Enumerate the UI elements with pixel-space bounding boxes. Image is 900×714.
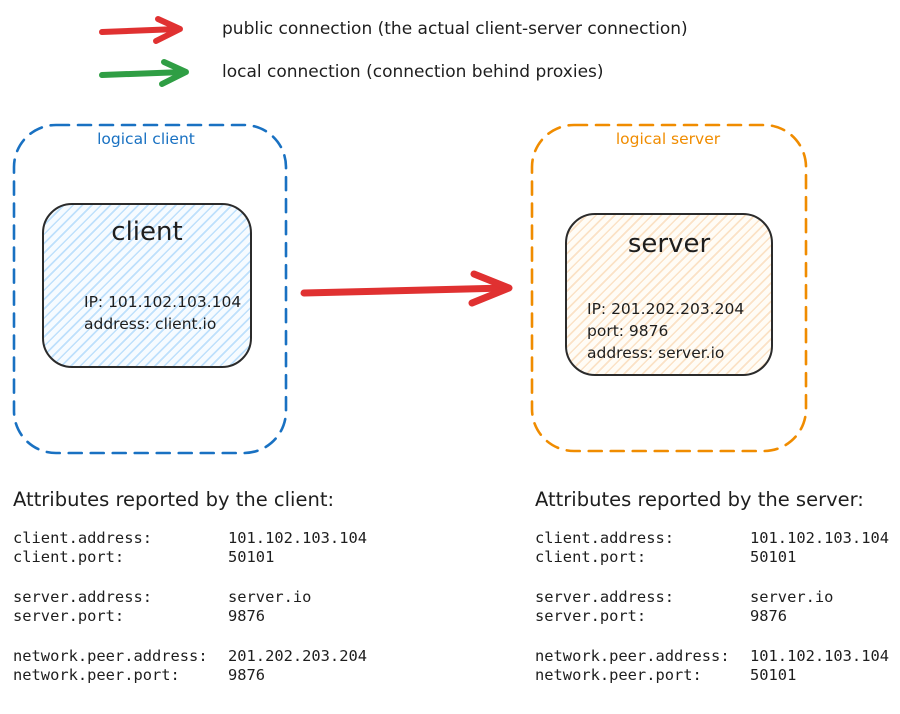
attribute-group-client-endpoint: client.address: 101.102.103.104 client.p… <box>13 529 423 567</box>
attribute-row: server.port: 9876 <box>13 607 423 626</box>
attribute-value: 50101 <box>228 548 275 566</box>
arrow-head <box>468 270 513 307</box>
attribute-value: server.io <box>228 588 312 606</box>
attribute-row: network.peer.port: 9876 <box>13 666 423 685</box>
server-node-detail-address: address: server.io <box>587 344 725 362</box>
attribute-key: network.peer.port: <box>13 666 180 684</box>
arrow-head <box>153 16 183 44</box>
logical-client-border <box>12 123 288 455</box>
attribute-value: 9876 <box>228 607 266 625</box>
logical-server-border <box>530 123 808 453</box>
attribute-value: 50101 <box>750 666 797 684</box>
logical-client-boundary <box>12 123 288 455</box>
server-attributes-heading: Attributes reported by the server: <box>535 488 864 511</box>
attribute-row: server.port: 9876 <box>535 607 900 626</box>
attribute-group-network-peer: network.peer.address: 101.102.103.104 ne… <box>535 647 900 685</box>
attribute-key: client.port: <box>13 548 125 566</box>
attribute-value: 9876 <box>228 666 266 684</box>
client-node-details: IP: 101.102.103.104 address: client.io <box>84 291 241 335</box>
server-node-title: server <box>627 229 711 259</box>
client-attributes-heading: Attributes reported by the client: <box>13 488 335 511</box>
attribute-group-server-endpoint: server.address: server.io server.port: 9… <box>13 588 423 626</box>
server-node-detail-port: port: 9876 <box>587 322 669 340</box>
attribute-group-client-endpoint: client.address: 101.102.103.104 client.p… <box>535 529 900 567</box>
attribute-value: 101.102.103.104 <box>750 647 889 665</box>
attribute-key: network.peer.address: <box>535 647 730 665</box>
logical-client-label: logical client <box>97 130 195 148</box>
attribute-row: network.peer.port: 50101 <box>535 666 900 685</box>
attribute-row: client.address: 101.102.103.104 <box>13 529 423 548</box>
attribute-row: server.address: server.io <box>13 588 423 607</box>
attribute-row: client.address: 101.102.103.104 <box>535 529 900 548</box>
attribute-key: client.address: <box>535 529 674 547</box>
server-node-detail-ip: IP: 201.202.203.204 <box>587 300 745 318</box>
attribute-group-network-peer: network.peer.address: 201.202.203.204 ne… <box>13 647 423 685</box>
client-node-title: client <box>111 217 183 247</box>
attribute-value: 50101 <box>750 548 797 566</box>
client-to-server-connection-arrow <box>300 270 513 307</box>
attribute-value: 9876 <box>750 607 788 625</box>
arrow-shaft <box>99 69 187 78</box>
arrow-shaft <box>300 284 510 297</box>
client-node-detail-address: address: client.io <box>84 315 217 333</box>
server-node: server IP: 201.202.203.204 port: 9876 ad… <box>565 213 773 376</box>
server-attributes-panel: Attributes reported by the server: clien… <box>535 487 900 685</box>
server-node-details: IP: 201.202.203.204 port: 9876 address: … <box>587 298 744 364</box>
attribute-key: network.peer.address: <box>13 647 208 665</box>
public-connection-arrow-icon <box>99 16 183 44</box>
attribute-row: client.port: 50101 <box>13 548 423 567</box>
attribute-value: 201.202.203.204 <box>228 647 367 665</box>
attribute-row: network.peer.address: 201.202.203.204 <box>13 647 423 666</box>
arrow-head <box>159 59 189 87</box>
arrow-shaft <box>99 26 181 35</box>
attribute-key: server.address: <box>13 588 152 606</box>
attribute-value: server.io <box>750 588 834 606</box>
client-node: client IP: 101.102.103.104 address: clie… <box>42 203 252 368</box>
client-attributes-panel: Attributes reported by the client: clien… <box>13 487 423 685</box>
attribute-row: client.port: 50101 <box>535 548 900 567</box>
client-node-detail-ip: IP: 101.102.103.104 <box>84 293 242 311</box>
attribute-key: client.address: <box>13 529 152 547</box>
attribute-key: network.peer.port: <box>535 666 702 684</box>
local-connection-arrow-icon <box>99 59 189 87</box>
attribute-group-server-endpoint: server.address: server.io server.port: 9… <box>535 588 900 626</box>
attribute-key: server.port: <box>535 607 647 625</box>
attribute-key: client.port: <box>535 548 647 566</box>
attribute-key: server.address: <box>535 588 674 606</box>
attribute-value: 101.102.103.104 <box>750 529 889 547</box>
attribute-row: server.address: server.io <box>535 588 900 607</box>
legend-label-public-connection: public connection (the actual client-ser… <box>222 19 688 39</box>
attribute-row: network.peer.address: 101.102.103.104 <box>535 647 900 666</box>
logical-server-boundary <box>530 123 808 453</box>
legend-label-local-connection: local connection (connection behind prox… <box>222 62 604 82</box>
attribute-value: 101.102.103.104 <box>228 529 367 547</box>
attribute-key: server.port: <box>13 607 125 625</box>
logical-server-label: logical server <box>615 130 721 148</box>
